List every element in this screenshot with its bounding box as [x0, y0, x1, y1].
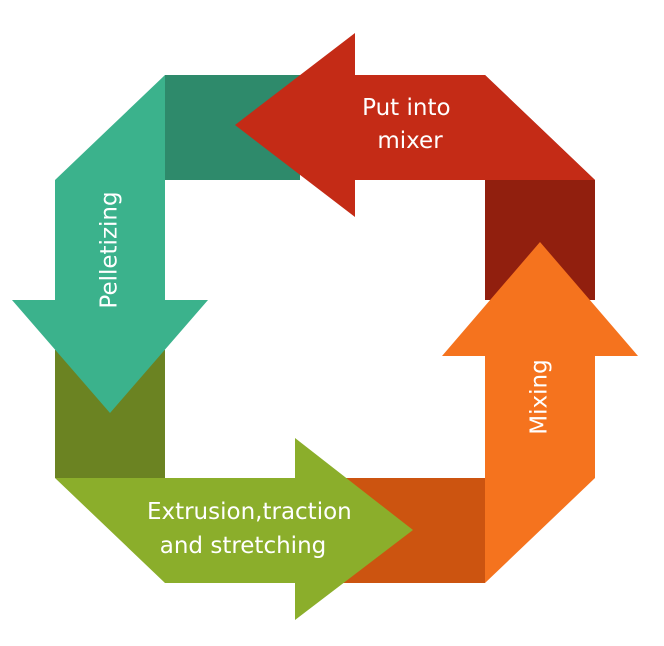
label-put-into-mixer: Put into mixer	[362, 95, 458, 154]
label-extrusion-line2: and stretching	[160, 533, 327, 559]
label-extrusion: Extrusion,traction and stretching	[147, 499, 359, 559]
label-put-into-mixer-line1: Put into	[362, 95, 450, 121]
label-mixing: Mixing	[527, 359, 553, 434]
arrow-mixing	[442, 242, 638, 583]
label-put-into-mixer-line2: mixer	[377, 128, 443, 154]
arrow-put-into-mixer	[235, 33, 595, 217]
label-pelletizing: Pelletizing	[97, 191, 123, 308]
label-extrusion-line1: Extrusion,traction	[147, 499, 352, 525]
arrow-pelletizing	[12, 75, 208, 413]
corner-bottom-left	[55, 350, 165, 478]
arrow-extrusion	[55, 438, 413, 620]
